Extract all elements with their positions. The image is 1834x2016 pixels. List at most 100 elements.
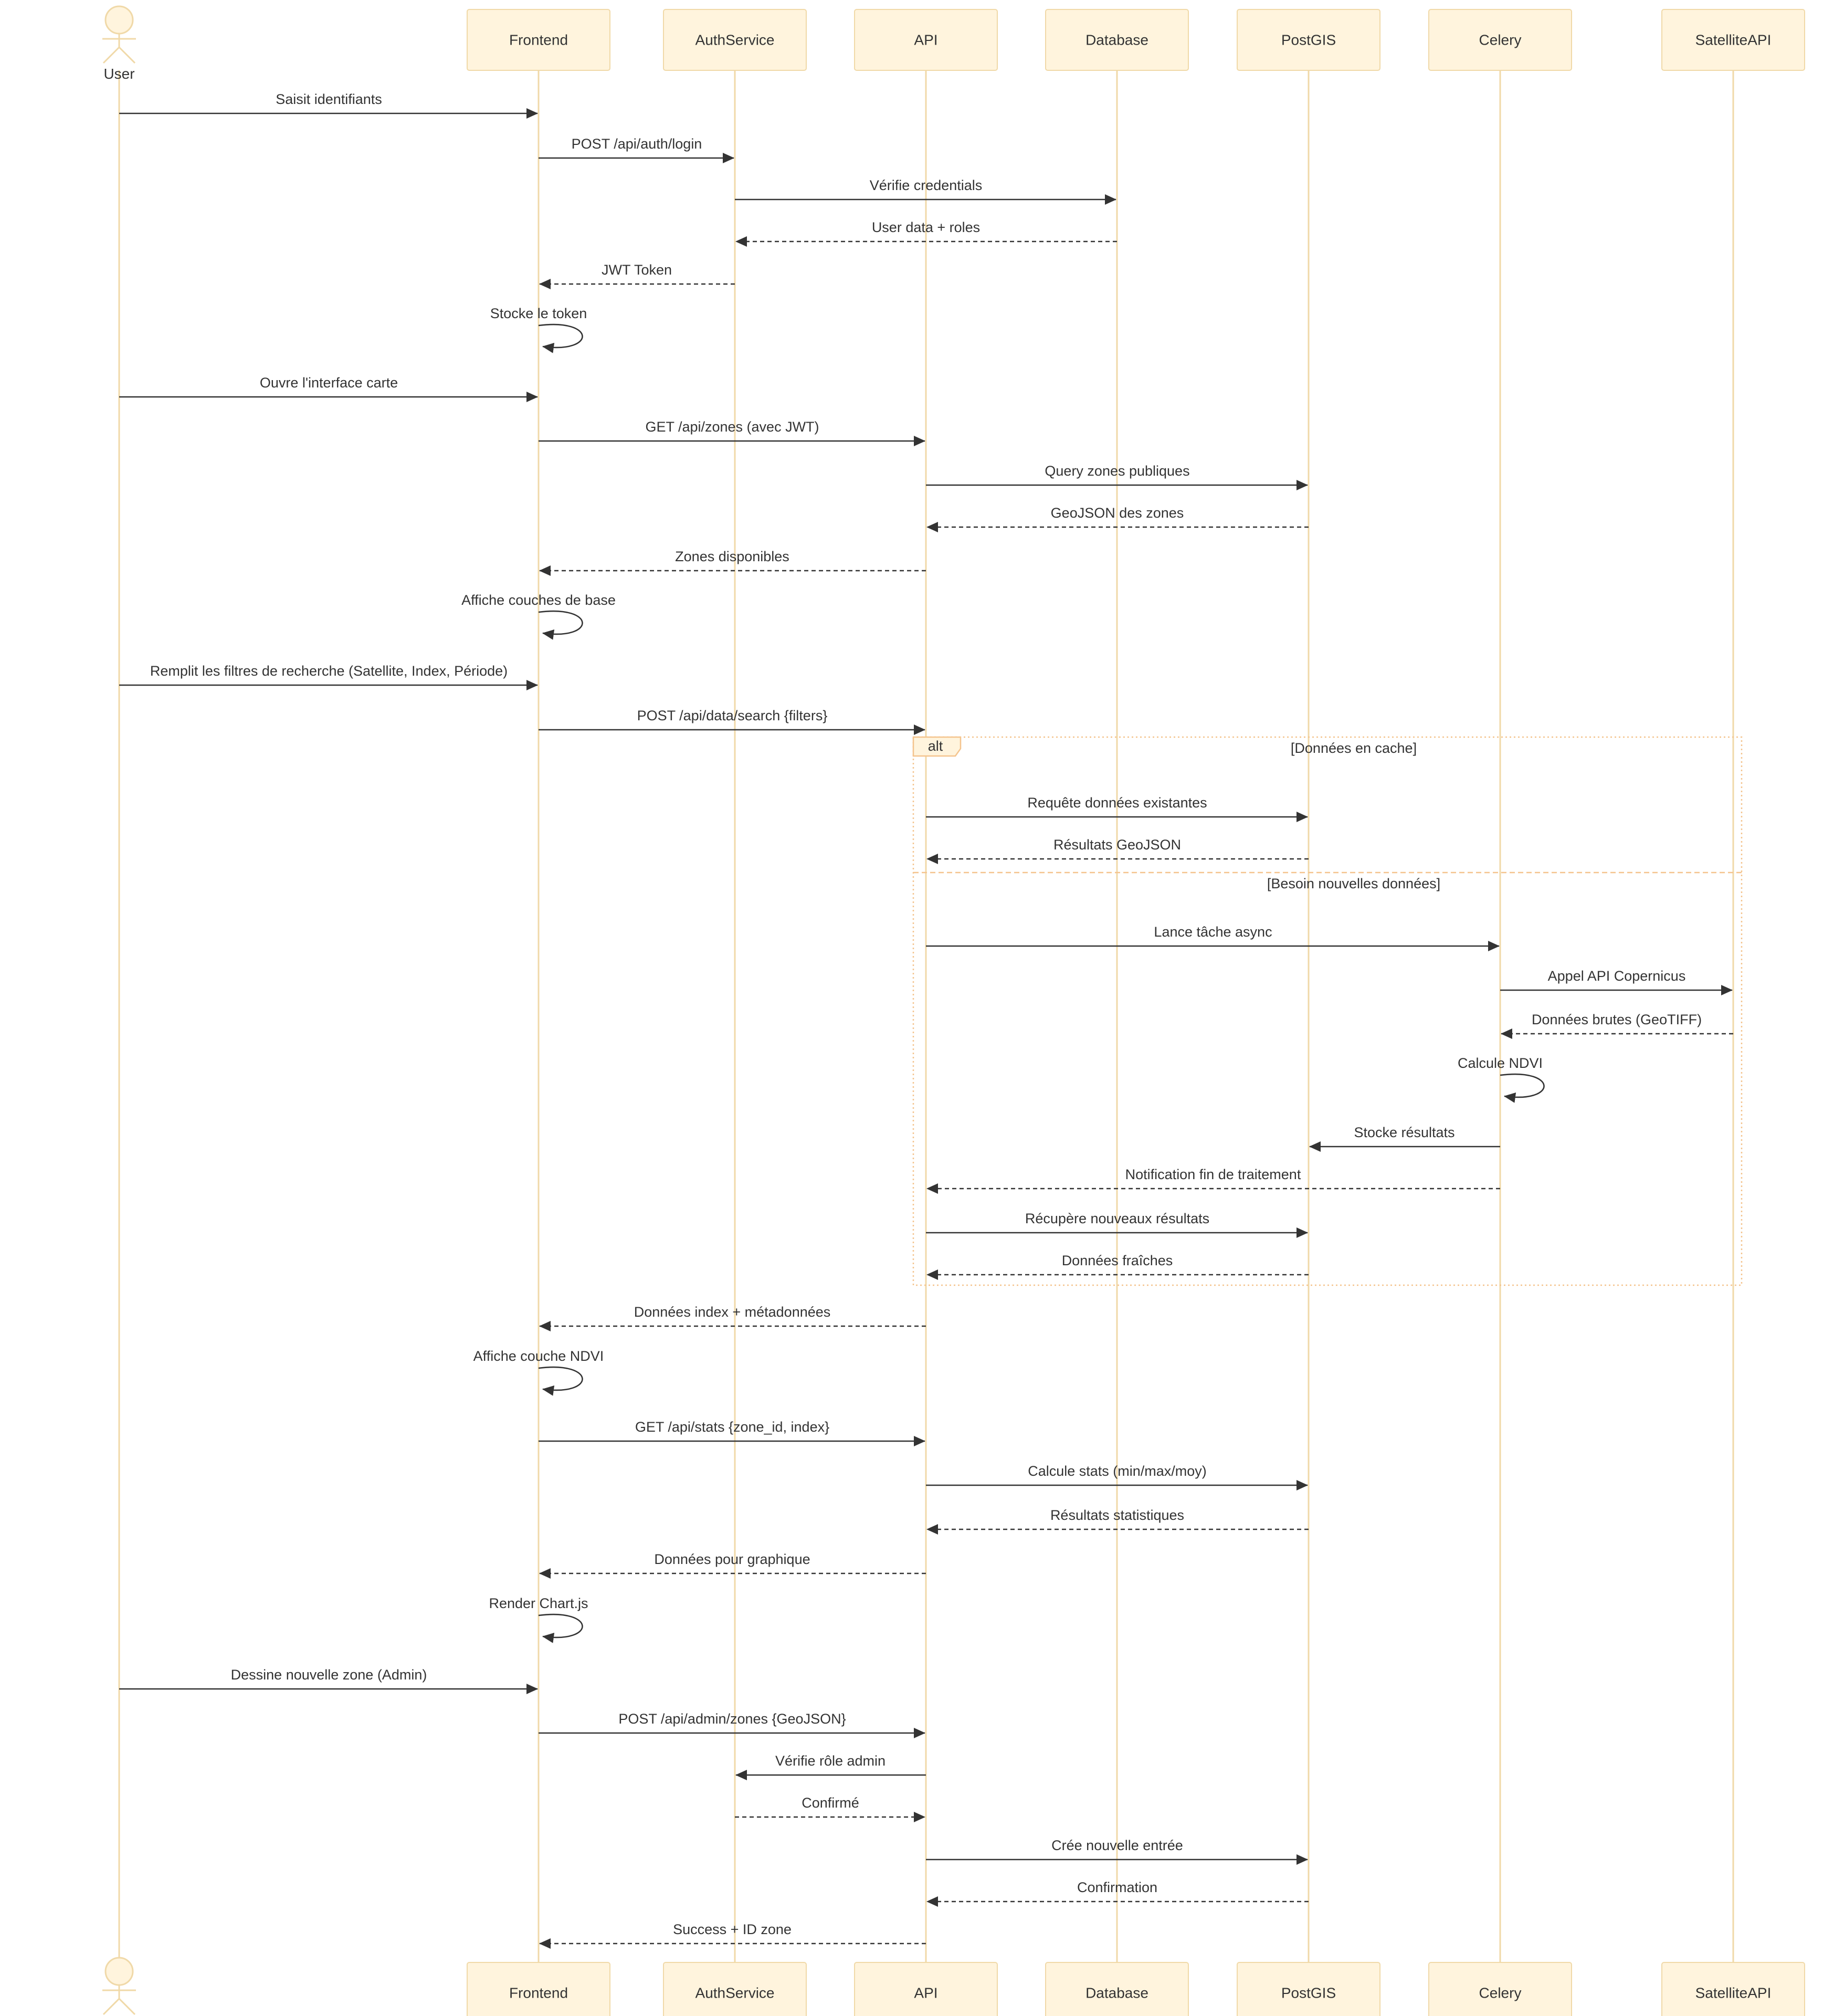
message-label: Saisit identifiants (276, 91, 382, 107)
message-label: Dessine nouvelle zone (Admin) (231, 1667, 427, 1683)
message-label: Notification fin de traitement (1125, 1167, 1301, 1182)
message-label: Crée nouvelle entrée (1051, 1838, 1183, 1853)
alt-condition-label: [Données en cache] (1291, 740, 1417, 756)
participant-postgis-top: PostGIS (1237, 9, 1380, 71)
alt-frame-layer: alt [Données en cache] [Besoin nouvelles d… (912, 736, 1743, 1286)
message-31: Render Chart.js (489, 1595, 588, 1643)
participant-celery-bottom: Celery (1428, 1962, 1572, 2016)
message-label: Récupère nouveaux résultats (1025, 1211, 1209, 1226)
message-16: Résultats GeoJSON (926, 837, 1309, 864)
message-label: Remplit les filtres de recherche (Satell… (150, 663, 508, 679)
message-7: Ouvre l'interface carte (119, 375, 538, 402)
message-15: Requête données existantes (926, 795, 1308, 822)
message-label: Données index + métadonnées (634, 1304, 831, 1320)
participant-database-bottom: Database (1045, 1962, 1189, 2016)
message-27: GET /api/stats {zone_id, index} (539, 1419, 925, 1446)
participant-box (467, 1962, 610, 2016)
participant-box (854, 9, 998, 71)
message-label: POST /api/admin/zones {GeoJSON} (618, 1711, 846, 1727)
participant-api-bottom: API (854, 1962, 998, 2016)
message-label: User data + roles (872, 219, 980, 235)
message-label: GET /api/zones (avec JWT) (645, 419, 819, 435)
participant-satelliteapi-bottom: SatelliteAPI (1661, 1962, 1805, 2016)
lifelines (118, 70, 1734, 1962)
participant-authservice-bottom: AuthService (663, 1962, 807, 2016)
participant-label: SatelliteAPI (1695, 1985, 1772, 2001)
message-3: Vérifie credentials (735, 177, 1116, 205)
message-label: Requête données existantes (1027, 795, 1207, 811)
message-label: Résultats GeoJSON (1053, 837, 1181, 853)
participant-label: Database (1085, 1985, 1148, 2001)
message-label: Calcule NDVI (1458, 1055, 1543, 1071)
self-message-arrow (538, 1613, 583, 1643)
message-label: Success + ID zone (673, 1922, 792, 1937)
message-label: Vérifie credentials (870, 177, 983, 193)
message-label: Stocke le token (490, 306, 587, 321)
message-30: Données pour graphique (539, 1551, 926, 1579)
participant-celery-top: Celery (1428, 9, 1572, 71)
participant-label: AuthService (695, 32, 775, 48)
participant-label: Celery (1479, 1985, 1522, 2001)
participant-frontend-top: Frontend (467, 9, 610, 71)
self-message-arrow (538, 323, 583, 353)
participant-satelliteapi-top: SatelliteAPI (1661, 9, 1805, 71)
message-9: Query zones publiques (926, 463, 1308, 490)
message-1: Saisit identifiants (119, 91, 538, 119)
message-label: Confirmé (802, 1795, 859, 1811)
participant-frontend-bottom: Frontend (467, 1962, 610, 2016)
participant-box (1237, 1962, 1380, 2016)
participant-box (1661, 9, 1805, 71)
message-label: Ouvre l'interface carte (260, 375, 398, 391)
participant-authservice-top: AuthService (663, 9, 807, 71)
message-20: Calcule NDVI (1458, 1055, 1545, 1103)
message-28: Calcule stats (min/max/moy) (926, 1463, 1308, 1490)
alt-tag-box (912, 736, 962, 757)
participant-label: API (914, 32, 937, 48)
message-21: Stocke résultats (1309, 1125, 1500, 1152)
participant-api-top: API (854, 9, 998, 71)
message-label: Données brutes (GeoTIFF) (1532, 1012, 1702, 1027)
message-18: Appel API Copernicus (1500, 968, 1733, 995)
self-message-arrow (538, 1366, 583, 1396)
message-label: GeoJSON des zones (1051, 505, 1184, 521)
message-label: Query zones publiques (1045, 463, 1189, 479)
message-24: Données fraîches (926, 1253, 1309, 1280)
actor-figure-icon (102, 5, 136, 64)
message-label: Confirmation (1077, 1880, 1157, 1895)
message-label: POST /api/data/search {filters} (637, 708, 828, 723)
participant-box (467, 9, 610, 71)
message-label: Données pour graphique (654, 1551, 810, 1567)
participant-database-top: Database (1045, 9, 1189, 71)
participant-label: Database (1085, 32, 1148, 48)
message-36: Crée nouvelle entrée (926, 1838, 1308, 1865)
message-10: GeoJSON des zones (926, 505, 1309, 532)
participant-postgis-bottom: PostGIS (1237, 1962, 1380, 2016)
message-13: Remplit les filtres de recherche (Satell… (119, 663, 538, 690)
message-4: User data + roles (735, 219, 1117, 247)
message-label: Affiche couches de base (461, 592, 616, 608)
participant-box (854, 1962, 998, 2016)
participant-user-bottom: User (102, 1957, 136, 2015)
message-label: Zones disponibles (675, 549, 789, 564)
participant-box (1661, 1962, 1805, 2016)
participant-label: AuthService (695, 1985, 775, 2001)
message-label: Résultats statistiques (1050, 1507, 1184, 1523)
alt-tag-label: alt (928, 738, 943, 754)
participant-box (1237, 9, 1380, 71)
participant-box (1428, 9, 1572, 71)
message-37: Confirmation (926, 1880, 1309, 1907)
message-12: Affiche couches de base (461, 592, 616, 640)
participant-label: PostGIS (1281, 1985, 1336, 2001)
participant-box (1428, 1962, 1572, 2016)
message-26: Affiche couche NDVI (473, 1348, 604, 1396)
message-11: Zones disponibles (539, 549, 926, 576)
message-29: Résultats statistiques (926, 1507, 1309, 1535)
message-label: Vérifie rôle admin (775, 1753, 886, 1769)
message-label: Render Chart.js (489, 1595, 588, 1611)
participant-label: Frontend (509, 1985, 568, 2001)
alt-condition-label: [Besoin nouvelles données] (1267, 876, 1440, 891)
message-5: JWT Token (539, 262, 735, 289)
message-label: Appel API Copernicus (1548, 968, 1686, 984)
